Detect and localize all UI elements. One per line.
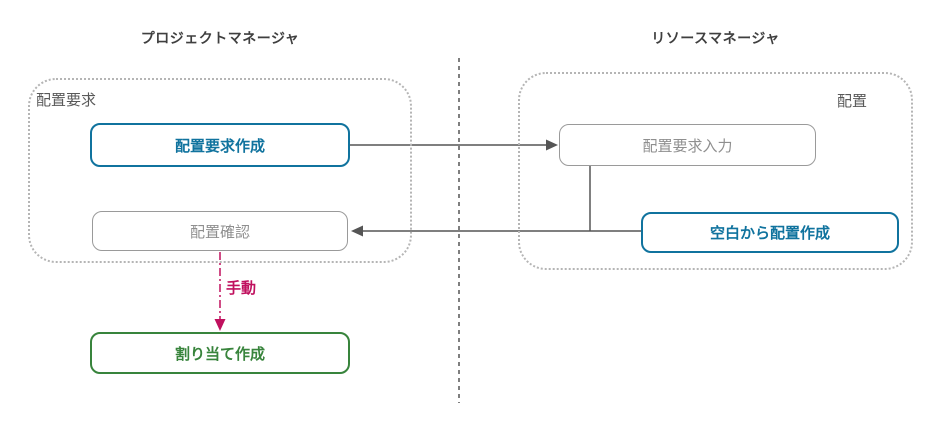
- lane-title-resource-manager: リソースマネージャ: [651, 30, 780, 46]
- node-confirm-placement: 配置確認: [92, 211, 348, 251]
- node-create-assignment: 割り当て作成: [90, 332, 350, 374]
- group-label-placement-request: 配置要求: [36, 92, 97, 109]
- node-input-placement-request: 配置要求入力: [559, 124, 816, 166]
- arrowhead-down-icon: [214, 319, 226, 331]
- group-placement-request: 配置要求: [28, 78, 412, 263]
- group-label-placement: 配置: [836, 93, 867, 110]
- lane-title-project-manager: プロジェクトマネージャ: [140, 30, 300, 46]
- manual-edge-label: 手動: [226, 280, 257, 297]
- node-create-placement-from-blank: 空白から配置作成: [641, 212, 899, 253]
- node-create-placement-request: 配置要求作成: [90, 123, 350, 167]
- group-placement: 配置: [518, 72, 913, 270]
